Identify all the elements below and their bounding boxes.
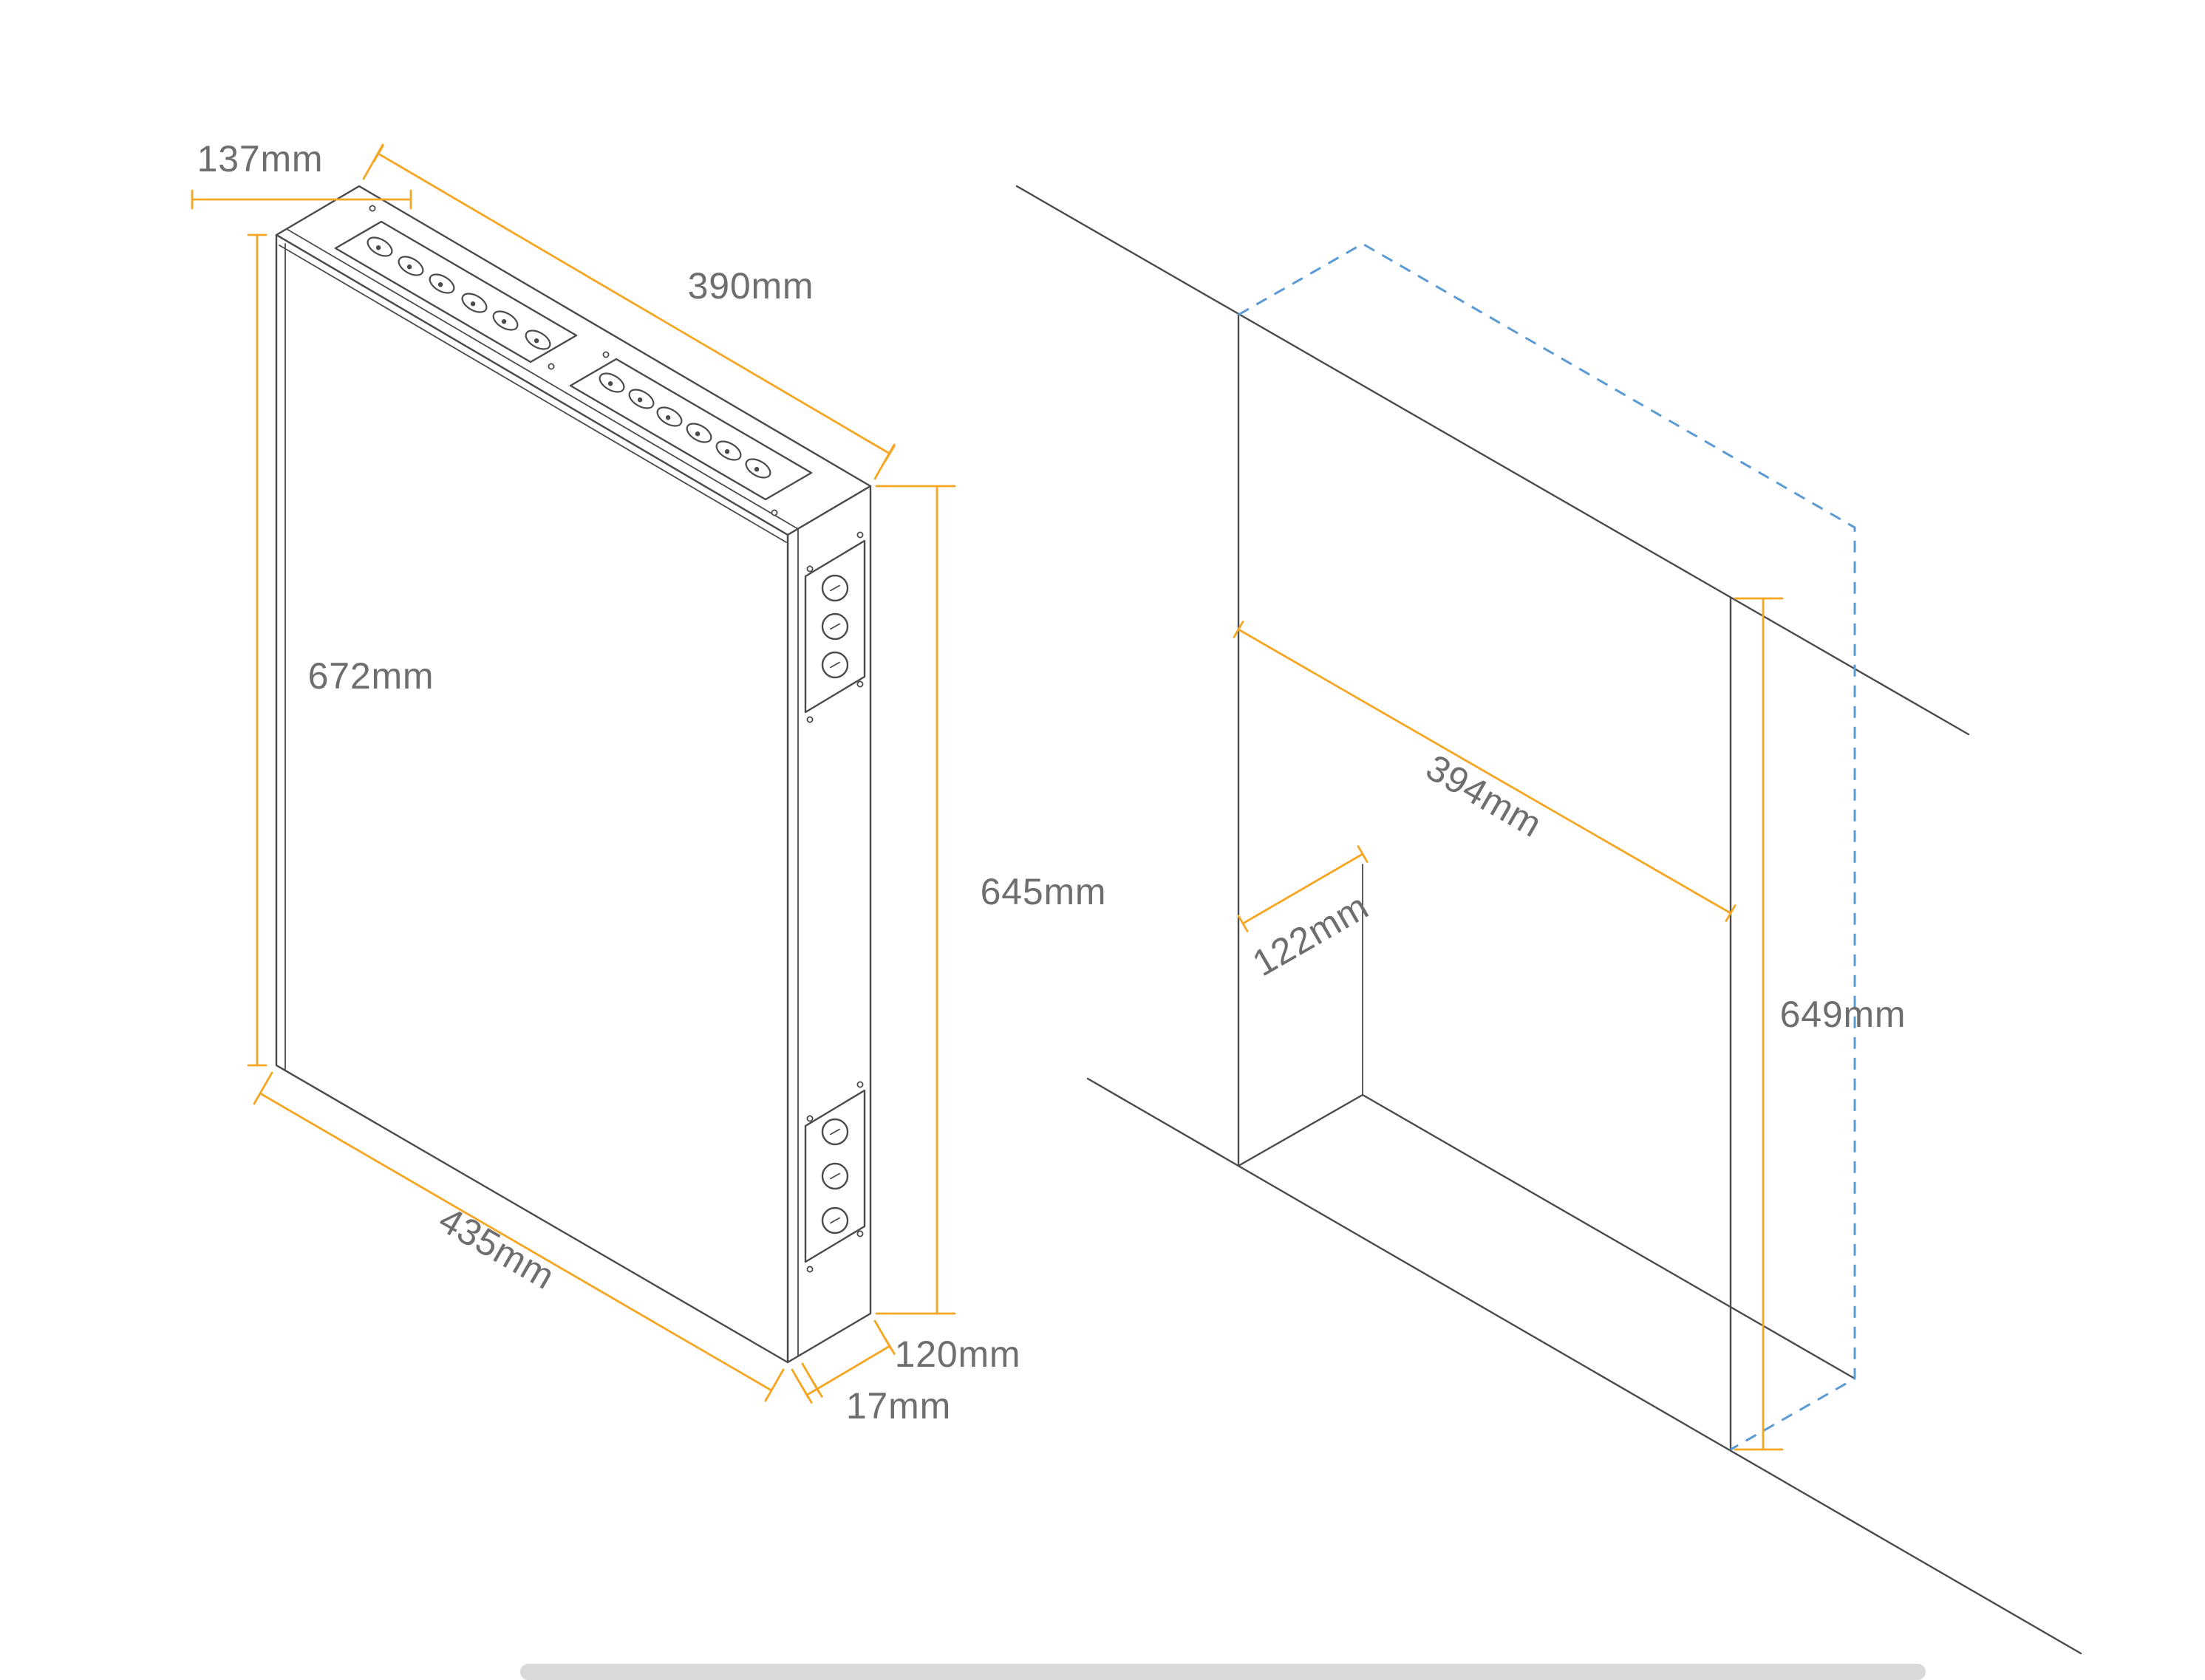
screw [548, 363, 555, 370]
screw [602, 351, 610, 358]
dimension-body-depth: 120mm [811, 1319, 1021, 1398]
dimension-top-width: 390mm [362, 143, 896, 480]
dimension-niche-height: 649mm [1734, 597, 1906, 1451]
panel-button-glyphs [375, 245, 760, 472]
dimension-label: 137mm [197, 138, 324, 180]
screw [771, 509, 778, 516]
cabinet-front-face [275, 233, 789, 1364]
cabinet-isometric-view: 137mm 390mm 672mm 645mm 435mm [191, 138, 1107, 1427]
screw [856, 531, 864, 539]
dimension-door-height: 672mm [247, 233, 434, 1067]
niche-dimensions: 394mm 122mm 649mm [1233, 597, 1906, 1451]
panel-buttons [367, 236, 771, 479]
dimension-label: 120mm [895, 1334, 1021, 1375]
socket-panel [804, 539, 866, 714]
dimension-label: 122mm [1246, 885, 1376, 984]
screw [806, 565, 814, 573]
socket-panel [804, 1089, 866, 1263]
top-face-screws [369, 205, 778, 516]
control-panel [334, 220, 578, 363]
dimension-label: 394mm [1420, 746, 1550, 845]
dimension-body-height: 645mm [875, 485, 1107, 1315]
wall-edge-bottom [1086, 1077, 2082, 1655]
dimension-top-depth: 137mm [191, 138, 412, 210]
screw [369, 205, 376, 212]
dimension-label: 390mm [688, 265, 814, 307]
screw [856, 1081, 864, 1088]
dimension-label: 645mm [981, 871, 1107, 912]
bottom-bar [520, 1664, 1926, 1680]
dimension-label: 649mm [1780, 994, 1906, 1035]
side-socket-panels [804, 531, 866, 1273]
screw [806, 1115, 814, 1122]
screw [806, 716, 814, 723]
door-bevel-top [279, 245, 787, 543]
wall-niche-view: 394mm 122mm 649mm [1015, 185, 2082, 1655]
dimension-label: 17mm [846, 1385, 951, 1427]
hidden-recess-outline [1238, 242, 1856, 1451]
screw [856, 1230, 864, 1237]
screw [806, 1266, 814, 1273]
door-seam-top [286, 228, 799, 530]
top-control-panels [334, 205, 813, 516]
dimension-label: 672mm [308, 655, 434, 697]
dimension-niche-depth: 122mm [1237, 845, 1376, 984]
side-face-screws [806, 531, 864, 1273]
wall-edge-top [1015, 185, 1970, 736]
screw [856, 680, 864, 688]
dimension-niche-width: 394mm [1233, 621, 1737, 922]
socket-slots [830, 584, 840, 1224]
dimension-door-thickness: 17mm [791, 1362, 951, 1427]
control-panel [569, 358, 813, 501]
